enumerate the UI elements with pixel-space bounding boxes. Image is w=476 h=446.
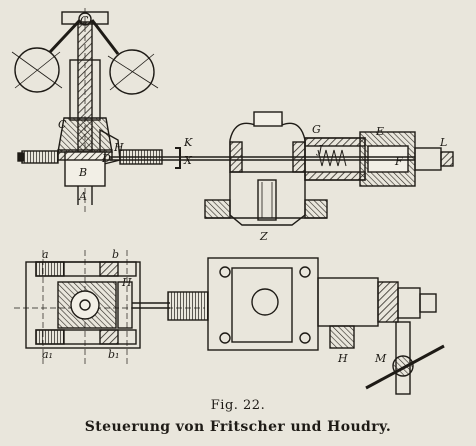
label-a1: a₁ <box>42 348 53 361</box>
label-x: X <box>183 154 193 167</box>
left-ball-arm <box>48 18 82 54</box>
label-b1: b₁ <box>108 348 119 361</box>
right-fly-ball <box>109 49 155 95</box>
valve-flange <box>207 257 319 351</box>
figure-number: Fig. 22. <box>210 398 266 413</box>
valve-body <box>204 111 454 226</box>
valve-spindle-z <box>257 179 277 221</box>
label-a: A <box>78 190 87 203</box>
label-j: J <box>316 143 323 156</box>
label-c-left: C <box>58 118 67 131</box>
label-l: L <box>439 136 447 149</box>
left-fly-ball <box>14 47 60 93</box>
label-e: E <box>375 125 384 138</box>
valve-plan-body <box>207 257 445 395</box>
drain-handle <box>365 344 445 390</box>
governor-assembly <box>11 8 163 215</box>
right-ball-arm <box>90 19 120 55</box>
plan-view-frame <box>14 250 205 365</box>
label-c-top: C <box>80 14 89 27</box>
bottom-spring <box>167 291 209 321</box>
label-m: M <box>374 352 387 365</box>
label-h-mid: H <box>121 276 132 289</box>
left-thread <box>21 150 59 164</box>
label-h-pipe: H <box>337 352 348 365</box>
label-k: K <box>183 136 193 149</box>
label-h-top: H <box>113 141 124 154</box>
crosshead-pin <box>70 290 100 320</box>
cylinder-plan <box>317 277 379 327</box>
label-f: F <box>394 155 403 168</box>
label-b: B <box>78 166 87 179</box>
label-d: D <box>101 152 111 165</box>
cylinder-spring <box>317 149 347 167</box>
label-a-lower: a <box>42 248 49 261</box>
end-nut <box>414 147 442 171</box>
label-z: Z <box>259 230 268 243</box>
label-g: G <box>312 123 321 136</box>
figure-title: Steuerung von Fritscher und Houdry. <box>84 419 392 435</box>
valve-plan-bore <box>251 288 279 316</box>
label-b-lower: b <box>112 248 119 261</box>
crosshead <box>57 281 117 329</box>
